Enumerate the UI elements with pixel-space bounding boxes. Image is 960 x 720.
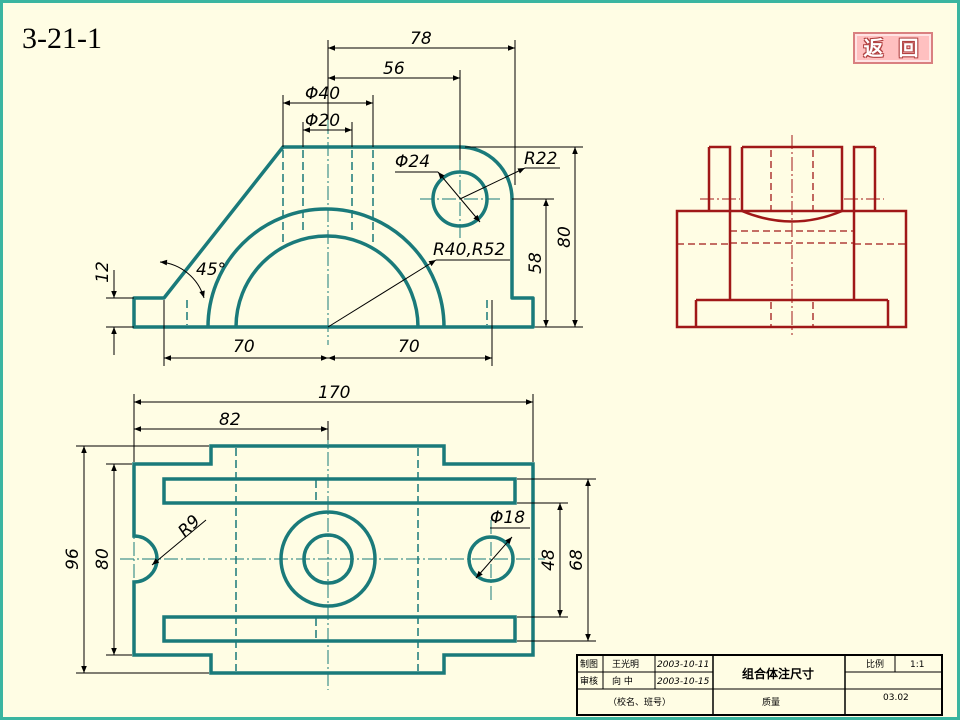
slide-title: 3-21-1 — [22, 22, 102, 55]
dim-phi24: Φ24 — [395, 152, 430, 172]
dim-phi18: Φ18 — [490, 508, 525, 528]
dim-45-degree: 45° — [196, 260, 226, 280]
drawing-number: 03.02 — [883, 693, 909, 703]
title-block: 制图 王光明 2003-10-11 审核 向 中 2003-10-15 （校名、… — [576, 654, 943, 716]
dim-70-right: 70 — [398, 337, 420, 357]
dim-70-left: 70 — [233, 337, 255, 357]
scale-label: 比例 — [866, 658, 884, 670]
checked-name: 向 中 — [612, 675, 633, 687]
dim-48: 48 — [539, 549, 559, 571]
dim-phi20: Φ20 — [305, 111, 340, 131]
back-button[interactable]: 返 回 — [853, 32, 933, 64]
drawn-label: 制图 — [580, 658, 598, 670]
dim-80-front: 80 — [555, 226, 575, 248]
dim-r40-r52: R40,R52 — [433, 240, 505, 260]
dim-12: 12 — [93, 261, 113, 283]
dim-r9: R9 — [174, 511, 204, 541]
dim-r22: R22 — [524, 149, 557, 169]
dim-82: 82 — [219, 410, 241, 430]
side-view — [675, 135, 908, 335]
drawn-name: 王光明 — [612, 658, 639, 670]
dim-96: 96 — [63, 548, 83, 570]
mass-label: 质量 — [762, 696, 780, 708]
scale-value: 1:1 — [910, 660, 924, 670]
drawing-title: 组合体注尺寸 — [742, 666, 814, 681]
front-view: 78 56 Φ40 Φ20 Φ24 R22 45° R40,R52 12 58 … — [93, 29, 583, 366]
outer-arch — [206, 207, 446, 328]
inner-arch — [234, 234, 420, 328]
dim-phi40: Φ40 — [305, 84, 340, 104]
school-class: （校名、班号） — [608, 696, 671, 708]
checked-date: 2003-10-15 — [657, 677, 710, 687]
drawn-date: 2003-10-11 — [657, 660, 709, 670]
dim-80-top: 80 — [93, 548, 113, 570]
checked-label: 审核 — [580, 675, 598, 687]
top-view: 170 82 R9 Φ18 96 80 48 68 — [63, 383, 596, 690]
dim-78: 78 — [410, 29, 432, 49]
dim-56: 56 — [383, 59, 405, 79]
dim-170: 170 — [318, 383, 350, 403]
dim-58: 58 — [526, 252, 546, 274]
dim-68: 68 — [567, 549, 587, 571]
